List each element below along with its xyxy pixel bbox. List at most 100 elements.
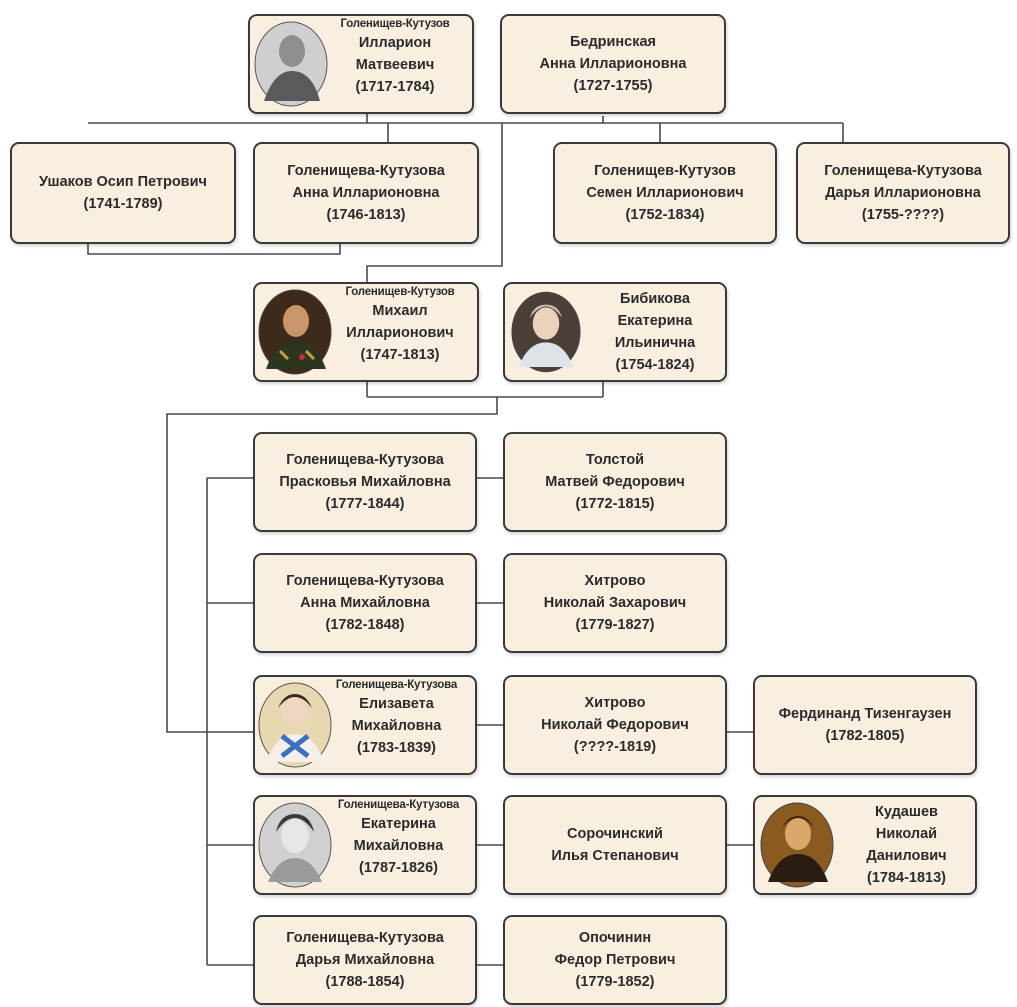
person-semen-years: (1752-1834) <box>625 207 705 223</box>
person-label-ekaterina: Голенищева-Кутузова Екатерина Михайловна… <box>320 795 477 895</box>
person-illarion-years: (1717-1784) <box>355 79 435 95</box>
person-box-opochinin <box>503 915 727 1005</box>
connector-children-branch <box>206 477 253 966</box>
portrait-mikhail-icon <box>258 289 332 375</box>
person-label-khitrovo-f: Хитрово Николай Федорович (????-1819) <box>503 675 727 775</box>
person-khitrovo-z-name: Николай Захарович <box>543 595 687 611</box>
person-box-sorochinsky <box>503 795 727 895</box>
person-box-anna-i <box>253 142 479 244</box>
person-label-opochinin: Опочинин Федор Петрович (1779-1852) <box>503 915 727 1005</box>
connector-top-children <box>366 123 844 282</box>
person-darya-m-years: (1788-1854) <box>325 974 405 990</box>
person-elizaveta-surname: Голенищева-Кутузова <box>335 679 458 691</box>
person-semen-surname: Голенищев-Кутузов <box>594 163 736 179</box>
person-darya-i-name: Дарья Илларионовна <box>825 185 981 201</box>
portrait-ekaterina-icon <box>258 802 332 888</box>
portrait-kudashev-icon <box>760 802 834 888</box>
person-tizenhausen-name: Фердинанд Тизенгаузен <box>778 706 952 722</box>
person-anna-b-line-1: Бедринская <box>569 34 657 50</box>
person-label-mikhail: Голенищев-Кутузов Михаил Илларионович (1… <box>321 282 479 382</box>
person-anna-m-years: (1782-1848) <box>325 617 405 633</box>
person-opochinin-name: Федор Петрович <box>554 952 676 968</box>
person-bibikova-years: (1754-1824) <box>615 357 695 373</box>
person-mikhail-patronymic: Илларионович <box>346 325 454 341</box>
person-praskovya-name: Прасковья Михайловна <box>279 474 451 490</box>
person-label-tizenhausen: Фердинанд Тизенгаузен (1782-1805) <box>753 675 977 775</box>
person-elizaveta-name: Елизавета <box>359 696 434 712</box>
person-semen-name: Семен Илларионович <box>586 185 744 201</box>
person-label-sorochinsky: Сорочинский Илья Степанович <box>503 795 727 895</box>
person-opochinin-years: (1779-1852) <box>575 974 655 990</box>
person-ekaterina-years: (1787-1826) <box>359 860 438 876</box>
person-box-anna-b <box>500 14 726 114</box>
portrait-elizaveta-icon <box>258 682 332 768</box>
person-label-elizaveta: Голенищева-Кутузова Елизавета Михайловна… <box>316 675 477 775</box>
person-khitrovo-z-years: (1779-1827) <box>575 617 655 633</box>
person-elizaveta-patronymic: Михайловна <box>351 718 442 734</box>
person-label-anna-m: Голенищева-Кутузова Анна Михайловна (178… <box>253 553 477 653</box>
person-label-illarion: Голенищев-Кутузов Илларион Матвеевич (17… <box>316 14 474 114</box>
person-khitrovo-f-years: (????-1819) <box>573 739 657 755</box>
person-box-darya-i <box>796 142 1010 244</box>
person-box-praskovya <box>253 432 477 532</box>
person-label-tolstoy: Толстой Матвей Федорович (1772-1815) <box>503 432 727 532</box>
person-tizenhausen-years: (1782-1805) <box>825 728 905 744</box>
person-anna-m-name: Анна Михайловна <box>300 595 430 611</box>
person-label-bibikova: Бибикова Екатерина Ильинична (1754-1824) <box>583 282 727 382</box>
person-kudashev-name: Николай <box>875 826 938 842</box>
person-box-ushakov <box>10 142 236 244</box>
person-khitrovo-z-surname: Хитрово <box>584 573 646 589</box>
person-box-tolstoy <box>503 432 727 532</box>
person-praskovya-surname: Голенищева-Кутузова <box>286 452 444 468</box>
person-box-semen <box>553 142 777 244</box>
connector-mikhail-couple <box>166 382 604 733</box>
person-label-anna-b: Бедринская Анна Илларионовна (1727-1755) <box>500 14 726 114</box>
person-praskovya-years: (1777-1844) <box>325 496 405 512</box>
person-darya-i-years: (1755-????) <box>861 207 945 223</box>
person-ekaterina-patronymic: Михайловна <box>353 838 444 854</box>
person-label-anna-i: Голенищева-Кутузова Анна Илларионовна (1… <box>253 142 479 244</box>
person-anna-b-line-2: Анна Илларионовна <box>539 56 687 72</box>
person-kudashev-surname: Кудашев <box>875 804 938 820</box>
person-label-darya-i: Голенищева-Кутузова Дарья Илларионовна (… <box>796 142 1010 244</box>
person-khitrovo-f-surname: Хитрово <box>584 695 646 711</box>
portrait-illarion-icon <box>254 21 328 107</box>
connector-ushakov-anna <box>87 244 341 255</box>
person-anna-b-years: (1727-1755) <box>573 78 653 94</box>
person-mikhail-name: Михаил <box>372 303 428 319</box>
person-label-darya-m: Голенищева-Кутузова Дарья Михайловна (17… <box>253 915 477 1005</box>
person-ekaterina-surname: Голенищева-Кутузова <box>337 799 460 811</box>
person-label-semen: Голенищев-Кутузов Семен Илларионович (17… <box>553 142 777 244</box>
person-mikhail-years: (1747-1813) <box>360 347 440 363</box>
person-anna-m-surname: Голенищева-Кутузова <box>286 573 444 589</box>
person-anna-i-years: (1746-1813) <box>326 207 406 223</box>
person-box-tizenhausen <box>753 675 977 775</box>
person-ekaterina-name: Екатерина <box>361 816 436 832</box>
person-label-praskovya: Голенищева-Кутузова Прасковья Михайловна… <box>253 432 477 532</box>
person-opochinin-surname: Опочинин <box>578 930 652 946</box>
person-illarion-patronymic: Матвеевич <box>355 57 435 73</box>
person-box-khitrovo-z <box>503 553 727 653</box>
person-illarion-name: Илларион <box>358 35 432 51</box>
person-label-khitrovo-z: Хитрово Николай Захарович (1779-1827) <box>503 553 727 653</box>
person-tolstoy-years: (1772-1815) <box>575 496 655 512</box>
person-label-kudashev: Кудашев Николай Данилович (1784-1813) <box>836 795 977 895</box>
person-kudashev-years: (1784-1813) <box>867 870 946 886</box>
person-sorochinsky-name: Илья Степанович <box>551 848 679 864</box>
person-elizaveta-years: (1783-1839) <box>357 740 436 756</box>
person-tolstoy-name: Матвей Федорович <box>545 474 685 490</box>
person-sorochinsky-surname: Сорочинский <box>567 826 663 842</box>
person-kudashev-patronymic: Данилович <box>866 848 947 864</box>
person-anna-i-name: Анна Илларионовна <box>292 185 440 201</box>
person-ushakov-years: (1741-1789) <box>83 196 163 212</box>
person-khitrovo-f-name: Николай Федорович <box>541 717 689 733</box>
person-tolstoy-surname: Толстой <box>585 452 645 468</box>
person-darya-i-surname: Голенищева-Кутузова <box>824 163 982 179</box>
person-darya-m-name: Дарья Михайловна <box>295 952 435 968</box>
portrait-bibikova-icon <box>511 291 581 373</box>
person-box-anna-m <box>253 553 477 653</box>
person-darya-m-surname: Голенищева-Кутузова <box>286 930 444 946</box>
person-illarion-surname: Голенищев-Кутузов <box>340 18 450 30</box>
person-mikhail-surname: Голенищев-Кутузов <box>345 286 455 298</box>
